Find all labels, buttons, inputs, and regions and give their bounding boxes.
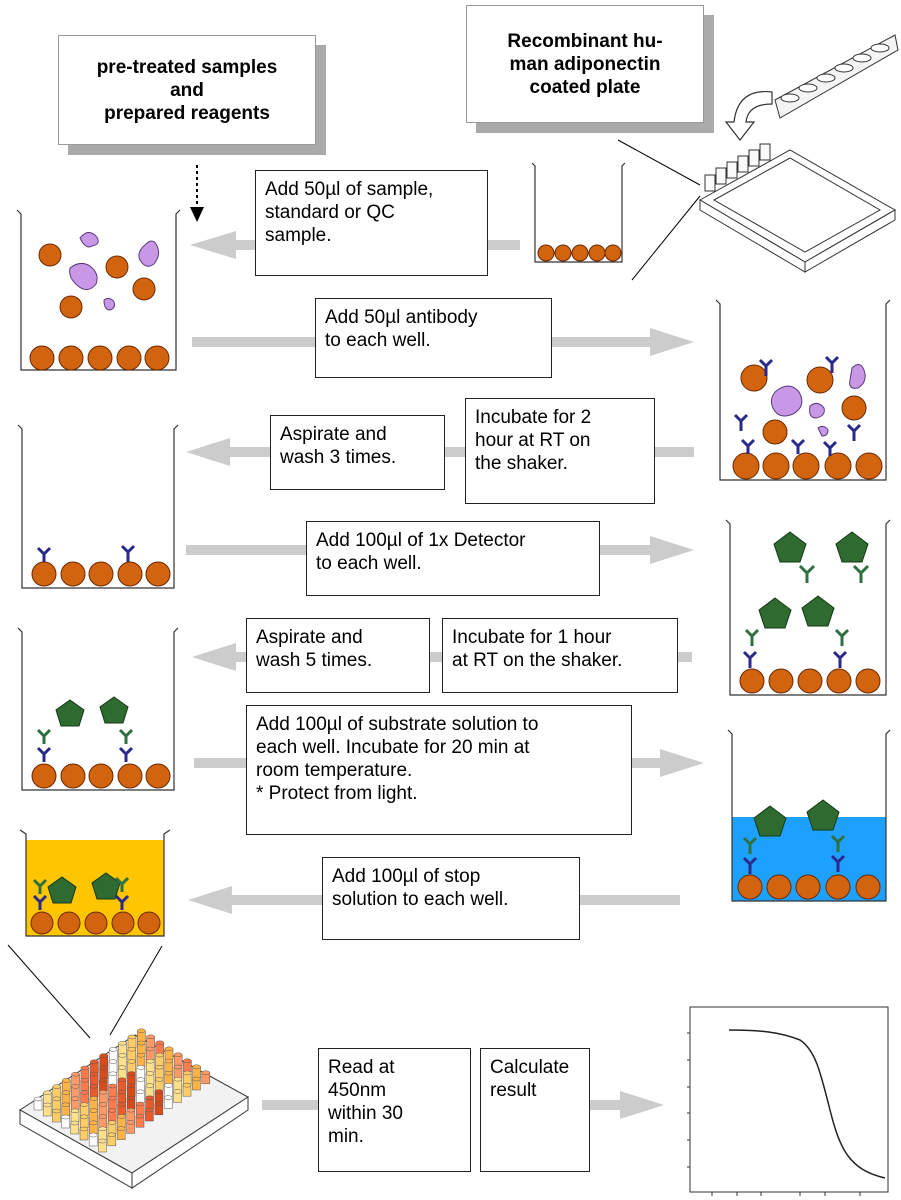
step-add-sample: Add 50µl of sample, standard or QC sampl… (255, 170, 488, 276)
coated-plate (698, 143, 897, 273)
well-detector (725, 519, 891, 696)
step-read: Read at 450nm within 30 min. (318, 1048, 471, 1172)
standard-curve-graph (687, 1006, 889, 1196)
well-antibody (715, 299, 891, 481)
step-add-substrate: Add 100µl of substrate solution to each … (246, 705, 632, 835)
well-washed-1 (17, 424, 179, 589)
step-wash-3: Aspirate and wash 3 times. (270, 415, 445, 490)
well-coated (531, 162, 626, 263)
zoom-line (617, 139, 701, 186)
zoom-line (631, 195, 701, 281)
reagents-box: pre-treated samples and prepared reagent… (58, 35, 316, 145)
plate-box: Recombinant hu- man adiponectin coated p… (466, 5, 704, 123)
step-add-detector: Add 100µl of 1x Detector to each well. (306, 521, 600, 596)
microplate-result (19, 1028, 249, 1189)
standard-curve-line (728, 1029, 886, 1179)
well-sample-antigens (69, 232, 160, 311)
arrow-to-result (590, 1091, 664, 1119)
step-add-antibody: Add 50µl antibody to each well. (315, 298, 552, 378)
step-add-stop: Add 100µl of stop solution to each well. (322, 857, 580, 940)
zoom-line (7, 944, 91, 1039)
step-calculate: Calculate result (480, 1048, 590, 1172)
zoom-line (109, 945, 163, 1036)
strip-insert-arrow (724, 90, 773, 141)
step-wash-5: Aspirate and wash 5 times. (246, 618, 430, 693)
antibodies-blue (733, 355, 862, 456)
strip-wells (774, 34, 899, 119)
reagents-arrowhead (190, 207, 204, 222)
step-incubate-2h: Incubate for 2 hour at RT on the shaker. (465, 398, 655, 504)
well-sample-beads (29, 243, 170, 371)
step-incubate-1h: Incubate for 1 hour at RT on the shaker. (442, 618, 678, 693)
arrow-to-read (262, 1100, 318, 1110)
well-washed-2 (17, 627, 179, 791)
